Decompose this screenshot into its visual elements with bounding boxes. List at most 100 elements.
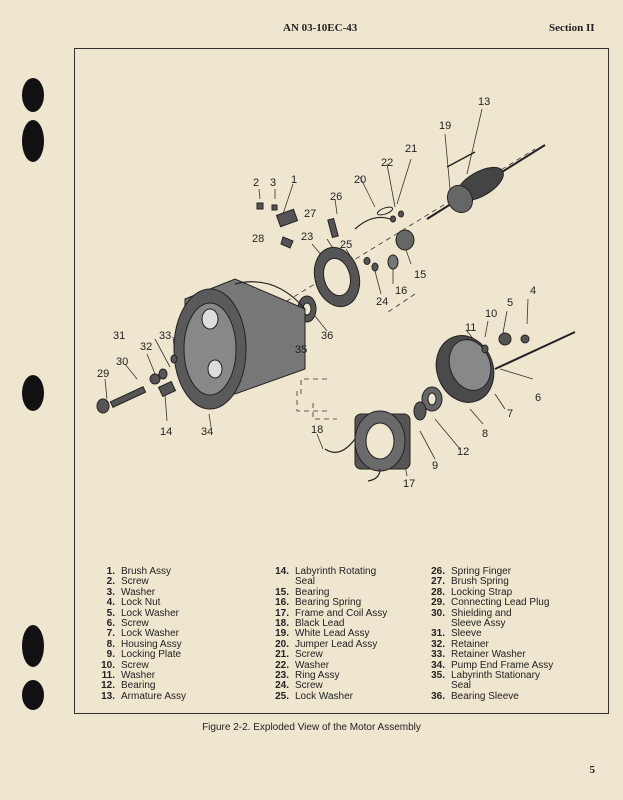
callout-25: 25 (340, 239, 352, 251)
part-name: Spring Finger (451, 566, 512, 577)
part-number: 28. (431, 586, 445, 598)
callout-15: 15 (414, 269, 426, 281)
parts-list-item: 21.Screw (259, 649, 387, 661)
callout-30: 30 (116, 356, 128, 368)
parts-list-item: 25. Lock Washer (259, 690, 387, 702)
exploded-view-illustration: 1 2 3 4 5 6 7 8 9 10 11 12 13 14 15 16 1… (96, 96, 576, 490)
part-name: Retainer (451, 638, 489, 650)
part-number: 29. (431, 597, 445, 609)
part-number: 18. (275, 618, 289, 630)
callout-26: 26 (330, 191, 342, 203)
parts-list-item: 7.Lock Washer (85, 629, 186, 640)
callout-5: 5 (507, 297, 513, 309)
part-name: Black Lead (295, 618, 345, 630)
part-name: Housing Assy (121, 638, 182, 650)
part-number: 22. (275, 659, 289, 671)
part-number: 17. (275, 607, 289, 619)
part-name: Ring Assy (295, 670, 340, 682)
part-number: 24. (275, 680, 289, 692)
part-name: Screw (295, 649, 323, 661)
part-number: 4. (106, 597, 115, 609)
callout-22: 22 (381, 157, 393, 169)
part-number: 10. (101, 659, 115, 671)
callout-9: 9 (432, 460, 438, 472)
part-number: 3. (106, 586, 115, 598)
part-name: Screw (121, 659, 149, 671)
part-name: Shielding and (451, 607, 512, 619)
callout-29: 29 (97, 368, 109, 380)
part-name: Lock Washer (295, 690, 353, 702)
parts-list-item: 23. Ring Assy (259, 670, 387, 682)
part-number: 1. (106, 566, 115, 577)
part-name: Armature Assy (121, 690, 187, 702)
part-name: Bearing Spring (295, 597, 362, 609)
part-name: Labyrinth Rotating (295, 566, 377, 577)
callout-31: 31 (113, 330, 125, 342)
callout-32: 32 (140, 341, 152, 353)
part-number: 26. (431, 566, 445, 577)
callout-13: 13 (478, 96, 490, 108)
callout-4: 4 (530, 285, 536, 297)
parts-list-item: 31.Sleeve (415, 628, 553, 640)
callout-17: 17 (403, 478, 415, 490)
part-number: 19. (275, 628, 289, 640)
binder-hole (22, 625, 44, 667)
part-name: Jumper Lead Assy (295, 638, 378, 650)
parts-list-item: 4. Lock Nut (85, 597, 186, 609)
part-name: Seal (451, 680, 472, 692)
callout-35: 35 (295, 344, 307, 356)
callout-28: 28 (252, 233, 264, 245)
parts-list-item: 14.Labyrinth Rotating (259, 566, 387, 577)
part-number: 31. (431, 628, 445, 640)
part-name: Locking Plate (121, 649, 182, 661)
part-name: Labyrinth Stationary (451, 670, 540, 682)
callout-21: 21 (405, 143, 417, 155)
parts-list-item: 20. Jumper Lead Assy (259, 638, 387, 650)
parts-list-item: 35.Labyrinth Stationary (415, 670, 553, 682)
parts-list-item: 11.Washer (85, 670, 186, 682)
part-number: 9. (106, 649, 115, 661)
callout-6: 6 (535, 392, 541, 404)
callout-10: 10 (485, 308, 497, 320)
part-name: Sleeve Assy (451, 618, 506, 630)
part-number: 13. (101, 690, 115, 702)
part-number: 20. (275, 638, 289, 650)
callout-34: 34 (201, 426, 213, 438)
callout-27: 27 (304, 208, 316, 220)
part-number: 30. (431, 607, 445, 619)
part-number: 12. (101, 680, 115, 692)
part-name: Locking Strap (451, 586, 513, 598)
callout-14: 14 (160, 426, 172, 438)
parts-list-item: 13. Armature Assy (85, 690, 187, 702)
doc-number: AN 03-10EC-43 (283, 22, 358, 34)
callout-33: 33 (159, 330, 171, 342)
parts-list-item: Sleeve Assy (415, 618, 553, 630)
parts-list-item: 1.Brush Assy (85, 566, 186, 577)
callout-20: 20 (354, 174, 366, 186)
callout-19: 19 (439, 120, 451, 132)
part-name: White Lead Assy (295, 628, 370, 640)
parts-list-item: 10. Screw (85, 659, 186, 671)
parts-list-item: 19. White Lead Assy (259, 628, 387, 640)
part-name: Screw (295, 680, 323, 692)
callout-24: 24 (376, 296, 388, 308)
callout-11: 11 (465, 322, 476, 334)
part-number: 23. (275, 670, 289, 682)
callout-23: 23 (301, 231, 313, 243)
part-number: 27. (431, 576, 445, 588)
callout-12: 12 (457, 446, 469, 458)
part-name: Bearing (295, 586, 330, 598)
callout-1: 1 (291, 174, 297, 186)
part-name: Washer (121, 586, 156, 598)
part-name: Connecting Lead Plug (451, 597, 550, 609)
part-name: Lock Nut (121, 597, 161, 609)
page-number: 5 (589, 764, 596, 776)
part-name: Washer (121, 670, 156, 682)
part-number: 25. (275, 690, 289, 702)
parts-list-item: 34.Pump End Frame Assy (415, 660, 553, 671)
parts-list-item: 17.Frame and Coil Assy (259, 607, 387, 619)
part-number: 16. (275, 597, 289, 609)
